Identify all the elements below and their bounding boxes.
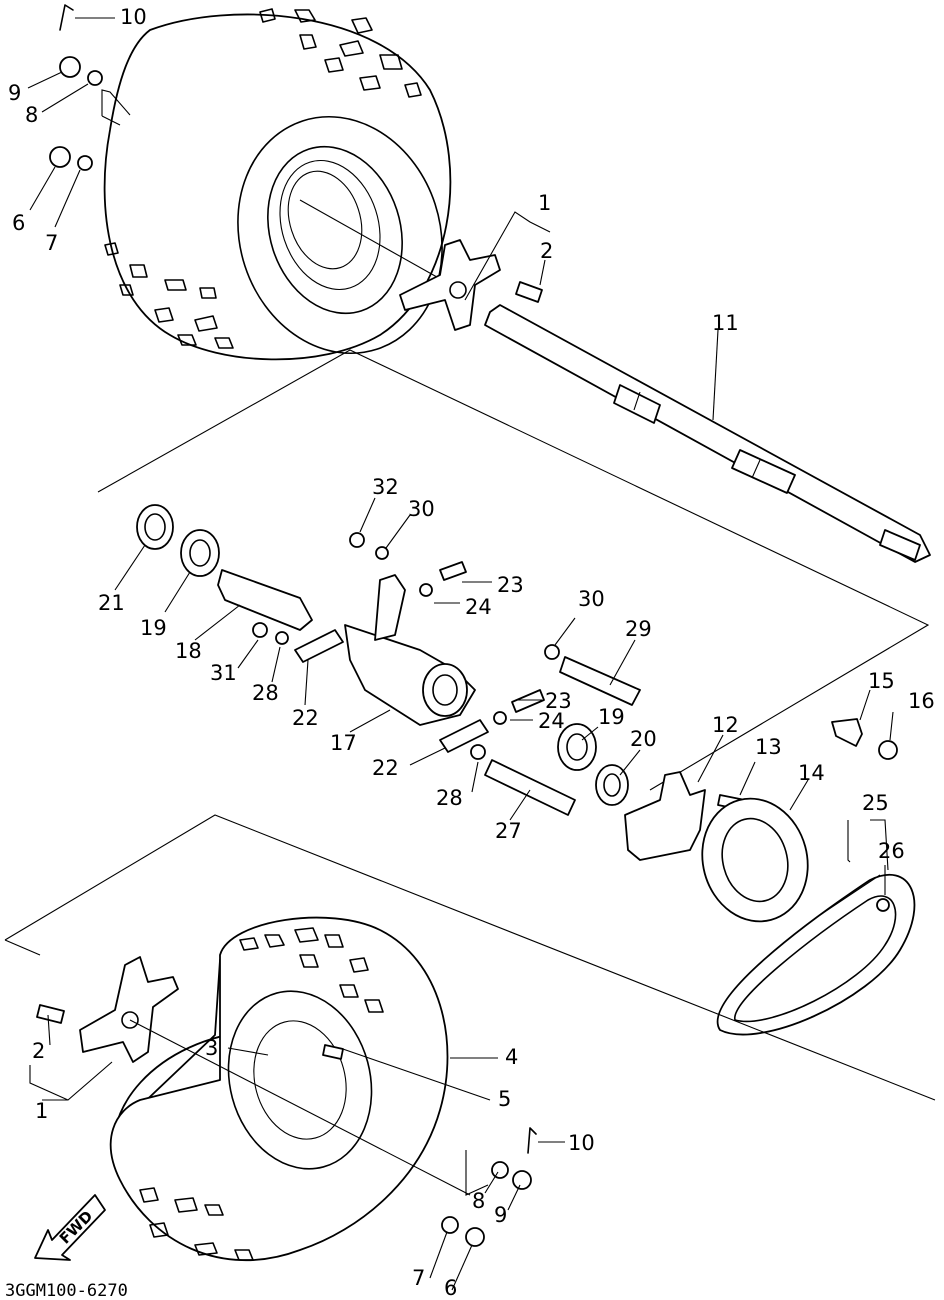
callout-21: 21 bbox=[98, 591, 125, 615]
sprocket-14 bbox=[701, 797, 809, 923]
callout-19-left: 19 bbox=[140, 616, 167, 640]
callout-9-top: 9 bbox=[8, 81, 21, 105]
callout-27: 27 bbox=[495, 819, 522, 843]
callout-labels: 10 9 8 6 7 1 2 11 32 30 21 19 18 23 24 3… bbox=[8, 5, 935, 1300]
callout-19-right: 19 bbox=[598, 705, 625, 729]
rear-axle bbox=[484, 304, 931, 563]
callout-24-upper: 24 bbox=[465, 595, 492, 619]
callout-22-upper: 22 bbox=[292, 706, 319, 730]
top-hub bbox=[399, 239, 501, 331]
bolts-middle bbox=[439, 561, 641, 816]
callout-14: 14 bbox=[798, 761, 825, 785]
callout-1-top: 1 bbox=[538, 191, 551, 215]
washer-16 bbox=[878, 740, 898, 760]
group-boundary-middle bbox=[97, 349, 930, 791]
sprocket-hub-12 bbox=[624, 771, 706, 861]
callout-29: 29 bbox=[625, 617, 652, 641]
callout-7-bottom: 7 bbox=[412, 1266, 425, 1290]
bottom-hub bbox=[36, 956, 179, 1063]
chain-guide-15 bbox=[831, 718, 863, 747]
drive-chain-25 bbox=[716, 873, 916, 1036]
document-code: 3GGM100-6270 bbox=[5, 1281, 128, 1300]
callout-17: 17 bbox=[330, 731, 357, 755]
callout-30-upper: 30 bbox=[408, 497, 435, 521]
callout-4: 4 bbox=[505, 1045, 518, 1069]
callout-31: 31 bbox=[210, 661, 237, 685]
leader-lines bbox=[27, 17, 894, 1291]
callout-12: 12 bbox=[712, 713, 739, 737]
callout-13: 13 bbox=[755, 735, 782, 759]
callout-6-top: 6 bbox=[12, 211, 25, 235]
callout-30-lower: 30 bbox=[578, 587, 605, 611]
callout-16: 16 bbox=[908, 689, 935, 713]
callout-3: 3 bbox=[205, 1036, 218, 1060]
callout-11: 11 bbox=[712, 311, 739, 335]
callout-23-upper: 23 bbox=[497, 573, 524, 597]
callout-25: 25 bbox=[862, 791, 889, 815]
callout-6-bottom: 6 bbox=[444, 1276, 457, 1300]
callout-8-bottom: 8 bbox=[472, 1189, 485, 1213]
bearing-19-left bbox=[180, 529, 220, 577]
callout-1-bottom: 1 bbox=[35, 1099, 48, 1123]
fwd-arrow-icon: FWD bbox=[34, 1194, 106, 1261]
callout-28-upper: 28 bbox=[252, 681, 279, 705]
callout-28-lower: 28 bbox=[436, 786, 463, 810]
bottom-wheel-hardware bbox=[322, 1044, 537, 1247]
callout-15: 15 bbox=[868, 669, 895, 693]
callout-10-top: 10 bbox=[120, 5, 147, 29]
wheel-bolt-top bbox=[515, 281, 543, 303]
callout-26: 26 bbox=[878, 839, 905, 863]
master-link-26 bbox=[876, 898, 890, 912]
plate-22-upper bbox=[294, 629, 344, 663]
callout-2-bottom: 2 bbox=[32, 1039, 45, 1063]
top-hardware bbox=[49, 4, 103, 171]
axle-housing-17 bbox=[344, 574, 476, 726]
callout-18: 18 bbox=[175, 639, 202, 663]
spacer-18 bbox=[217, 569, 313, 631]
bottom-wheel bbox=[109, 916, 449, 1262]
callout-24-lower: 24 bbox=[538, 709, 565, 733]
callout-7-top: 7 bbox=[45, 231, 58, 255]
callout-2-top: 2 bbox=[540, 239, 553, 263]
nuts-washers-middle bbox=[252, 532, 560, 760]
callout-23-lower: 23 bbox=[545, 689, 572, 713]
callout-32: 32 bbox=[372, 475, 399, 499]
callout-5: 5 bbox=[498, 1087, 511, 1111]
callout-8-top: 8 bbox=[25, 103, 38, 127]
plate-22-lower bbox=[439, 719, 489, 753]
callout-9-bottom: 9 bbox=[494, 1203, 507, 1227]
group-boundary-bottom bbox=[4, 814, 936, 1101]
callout-10-bottom: 10 bbox=[568, 1131, 595, 1155]
callout-20: 20 bbox=[630, 727, 657, 751]
bearing-19-right bbox=[557, 723, 597, 771]
callout-22-lower: 22 bbox=[372, 756, 399, 780]
bearing-21 bbox=[136, 504, 174, 550]
top-wheel bbox=[103, 8, 461, 361]
